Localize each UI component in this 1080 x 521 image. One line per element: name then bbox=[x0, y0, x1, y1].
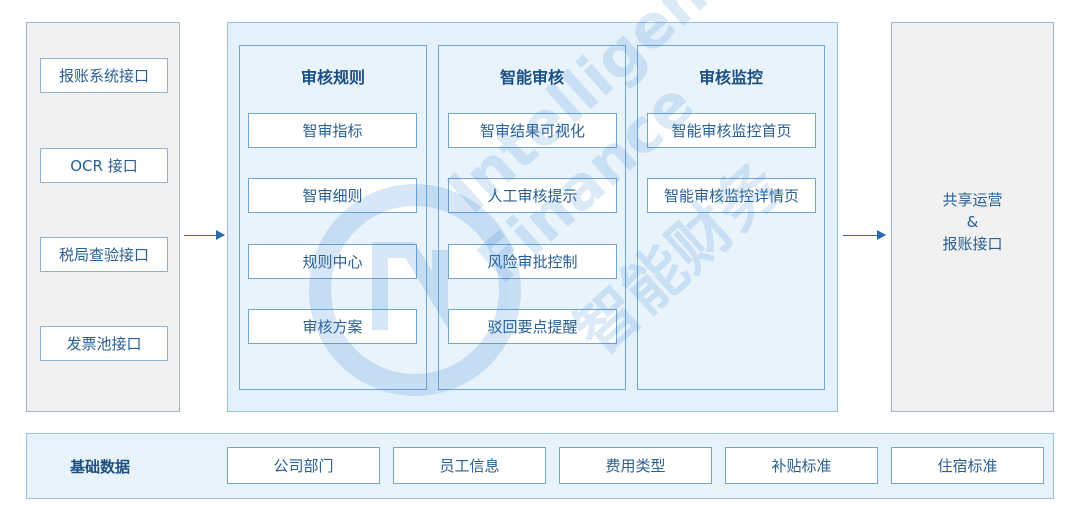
item-rule-center: 规则中心 bbox=[248, 244, 417, 279]
basic-data-lodging-standard: 住宿标准 bbox=[891, 447, 1044, 484]
column-audit-monitoring bbox=[637, 45, 825, 390]
item-monitoring-home: 智能审核监控首页 bbox=[647, 113, 816, 148]
interface-box-tax-verify: 税局查验接口 bbox=[40, 237, 168, 272]
column-title-smart-audit: 智能审核 bbox=[499, 68, 564, 87]
column-title-audit-rules: 审核规则 bbox=[300, 68, 365, 87]
item-risk-approval-control: 风险审批控制 bbox=[448, 244, 617, 279]
item-smart-rules-detail: 智审细则 bbox=[248, 178, 417, 213]
shared-operations-line1: 共享运营 bbox=[942, 191, 1003, 209]
interface-box-invoice-pool: 发票池接口 bbox=[40, 326, 168, 361]
shared-operations-panel bbox=[891, 22, 1054, 412]
basic-data-subsidy-standard: 补贴标准 bbox=[725, 447, 878, 484]
item-smart-indicators: 智审指标 bbox=[248, 113, 417, 148]
item-manual-audit-hint: 人工审核提示 bbox=[448, 178, 617, 213]
arrow-left-to-center bbox=[184, 230, 225, 240]
item-rejection-reminder: 驳回要点提醒 bbox=[448, 309, 617, 344]
shared-operations-line2: & bbox=[966, 213, 979, 231]
interface-box-ocr: OCR 接口 bbox=[40, 148, 168, 183]
basic-data-company-department: 公司部门 bbox=[227, 447, 380, 484]
column-title-audit-monitoring: 审核监控 bbox=[698, 68, 763, 87]
item-result-visualization: 智审结果可视化 bbox=[448, 113, 617, 148]
basic-data-employee-info: 员工信息 bbox=[393, 447, 546, 484]
arrow-center-to-right bbox=[843, 230, 886, 240]
basic-data-label: 基础数据 bbox=[70, 458, 131, 476]
item-monitoring-detail: 智能审核监控详情页 bbox=[647, 178, 816, 213]
interface-box-reimbursement: 报账系统接口 bbox=[40, 58, 168, 93]
shared-operations-label: 共享运营 & 报账接口 bbox=[891, 189, 1054, 255]
item-audit-plan: 审核方案 bbox=[248, 309, 417, 344]
shared-operations-line3: 报账接口 bbox=[942, 235, 1003, 253]
basic-data-expense-type: 费用类型 bbox=[559, 447, 712, 484]
